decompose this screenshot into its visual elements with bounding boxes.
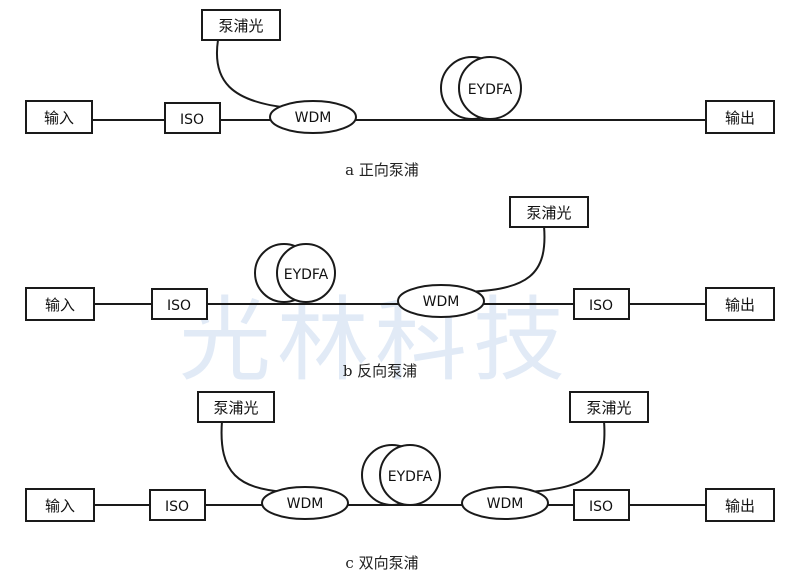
diagram-a-forward-pumping: 输入 ISO 泵浦光 WDM EYDFA 输出 a 正向泵浦 xyxy=(25,9,775,179)
pump-box-c-left xyxy=(197,391,275,423)
wdm-label-b: WDM xyxy=(423,294,460,310)
wdm-coupler-a xyxy=(269,100,357,134)
pump-box-a xyxy=(201,9,281,41)
iso-label-b2: ISO xyxy=(589,298,613,314)
eydfa-label-b: EYDFA xyxy=(284,267,329,283)
iso-label-c2: ISO xyxy=(589,499,613,515)
input-box-c xyxy=(25,488,95,522)
caption-b: b 反向泵浦 xyxy=(343,362,417,380)
input-label-b: 输入 xyxy=(45,296,75,314)
wdm-coupler-c-left xyxy=(261,486,349,520)
iso-box-c2 xyxy=(573,489,630,521)
output-label-a: 输出 xyxy=(725,109,755,127)
pump-label-c-right: 泵浦光 xyxy=(586,399,631,417)
iso-label-b: ISO xyxy=(167,298,191,314)
output-box-c xyxy=(705,488,775,522)
input-box-b xyxy=(25,287,95,321)
output-label-c: 输出 xyxy=(725,497,755,515)
pump-box-c-right xyxy=(569,391,649,423)
caption-a: a 正向泵浦 xyxy=(345,161,419,179)
iso-box-b xyxy=(151,288,208,320)
eydfa-label-c: EYDFA xyxy=(388,469,433,485)
eydfa-coil-front-c xyxy=(379,444,441,506)
wdm-coupler-c-right xyxy=(461,486,549,520)
wdm-label-a: WDM xyxy=(295,110,332,126)
iso-box-a xyxy=(164,102,221,134)
diagram-b-backward-pumping: 输入 ISO EYDFA WDM 泵浦光 ISO 输出 b 反向泵浦 xyxy=(25,196,775,380)
wdm-label-c-right: WDM xyxy=(487,496,524,512)
wdm-coupler-b xyxy=(397,284,485,318)
input-box-a xyxy=(25,100,93,134)
wdm-label-c-left: WDM xyxy=(287,496,324,512)
iso-label-c: ISO xyxy=(165,499,189,515)
diagram-c-bidirectional-pumping: 输入 ISO 泵浦光 WDM EYDFA WDM 泵浦光 ISO 输出 c 双向… xyxy=(25,391,775,572)
iso-box-c xyxy=(149,489,206,521)
input-label-c: 输入 xyxy=(45,497,75,515)
pump-label-c-left: 泵浦光 xyxy=(213,399,258,417)
eydfa-label-a: EYDFA xyxy=(468,82,513,98)
iso-box-b2 xyxy=(573,288,630,320)
input-label-a: 输入 xyxy=(44,109,74,127)
eydfa-coil-front-a xyxy=(458,56,522,120)
pump-label-a: 泵浦光 xyxy=(218,17,263,35)
iso-label-a: ISO xyxy=(180,112,204,128)
caption-c: c 双向泵浦 xyxy=(345,554,418,572)
eydfa-coil-front-b xyxy=(276,243,336,303)
output-label-b: 输出 xyxy=(725,296,755,314)
pump-label-b: 泵浦光 xyxy=(526,204,571,222)
output-box-b xyxy=(705,287,775,321)
pump-box-b xyxy=(509,196,589,228)
output-box-a xyxy=(705,100,775,134)
